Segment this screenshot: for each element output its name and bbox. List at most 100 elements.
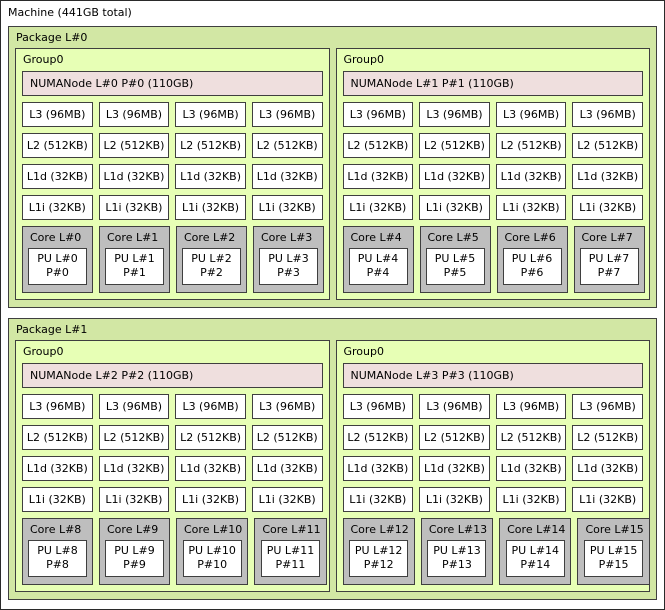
core-label: Core L#10 — [184, 523, 243, 536]
core-label: Core L#13 — [428, 523, 488, 536]
pu-label-physical: P#7 — [597, 266, 621, 279]
pu-label-logical: PU L#1 — [114, 252, 155, 265]
pu-label-logical: PU L#8 — [37, 544, 78, 557]
cache-grid: L3 (96MB)L3 (96MB)L3 (96MB)L3 (96MB)L2 (… — [22, 102, 323, 220]
cache-box-l3: L3 (96MB) — [419, 102, 490, 127]
cache-box-l1i: L1i (32KB) — [175, 195, 246, 220]
pu-label-logical: PU L#2 — [191, 252, 232, 265]
cache-box-l2: L2 (512KB) — [342, 133, 414, 158]
core-label: Core L#14 — [507, 523, 566, 536]
cache-box-l1i: L1i (32KB) — [495, 195, 567, 220]
numanode-box: NUMANode L#3 P#3 (110GB) — [342, 363, 643, 388]
cache-box-l2: L2 (512KB) — [419, 425, 490, 450]
pu-label-physical: P#2 — [200, 266, 223, 279]
cache-box-l1i: L1i (32KB) — [495, 487, 567, 512]
cache-box-l1i: L1i (32KB) — [251, 195, 323, 220]
core-label: Core L#15 — [585, 523, 644, 536]
cache-box-l1d: L1d (32KB) — [98, 164, 170, 189]
pu-label-logical: PU L#7 — [588, 252, 630, 265]
cache-box-l3: L3 (96MB) — [98, 102, 170, 127]
core-label: Core L#11 — [262, 523, 321, 536]
pu-label-physical: P#6 — [520, 266, 544, 279]
pu-label-logical: PU L#5 — [434, 252, 476, 265]
cache-box-l3: L3 (96MB) — [342, 394, 414, 419]
cache-box-l2: L2 (512KB) — [175, 133, 246, 158]
cache-box-l2: L2 (512KB) — [22, 133, 93, 158]
cache-box-l1i: L1i (32KB) — [342, 487, 414, 512]
cache-box-l1d: L1d (32KB) — [342, 456, 414, 481]
cache-grid: L3 (96MB)L3 (96MB)L3 (96MB)L3 (96MB)L2 (… — [22, 394, 323, 512]
group-label: Group0 — [343, 53, 385, 66]
cache-box-l1d: L1d (32KB) — [495, 164, 567, 189]
core-label: Core L#5 — [427, 231, 479, 244]
cache-box-l1i: L1i (32KB) — [572, 487, 643, 512]
cache-box-l1i: L1i (32KB) — [98, 487, 170, 512]
cache-box-l3: L3 (96MB) — [175, 102, 246, 127]
cache-box-l1d: L1d (32KB) — [175, 164, 246, 189]
pu-label-logical: PU L#9 — [114, 544, 155, 557]
pu-label-logical: PU L#6 — [511, 252, 553, 265]
cache-box-l2: L2 (512KB) — [495, 133, 567, 158]
cache-box-l3: L3 (96MB) — [495, 102, 567, 127]
pu-label-physical: P#5 — [443, 266, 467, 279]
cache-box-l1i: L1i (32KB) — [251, 487, 323, 512]
core-label: Core L#7 — [581, 231, 633, 244]
cache-box-l1d: L1d (32KB) — [22, 164, 93, 189]
cache-box-l1d: L1d (32KB) — [175, 456, 246, 481]
cache-box-l3: L3 (96MB) — [251, 394, 323, 419]
cache-box-l2: L2 (512KB) — [22, 425, 93, 450]
numanode-box: NUMANode L#2 P#2 (110GB) — [22, 363, 323, 388]
cache-box-l2: L2 (512KB) — [419, 133, 490, 158]
cache-box-l1d: L1d (32KB) — [22, 456, 93, 481]
core-label: Core L#0 — [30, 231, 82, 244]
group-label: Group0 — [23, 53, 64, 66]
cache-box-l3: L3 (96MB) — [22, 394, 93, 419]
cache-box-l1i: L1i (32KB) — [419, 195, 490, 220]
cache-box-l3: L3 (96MB) — [495, 394, 567, 419]
cache-box-l1i: L1i (32KB) — [342, 195, 414, 220]
pu-label-physical: P#11 — [275, 558, 306, 571]
cache-box-l1d: L1d (32KB) — [251, 456, 323, 481]
cache-box-l1d: L1d (32KB) — [342, 164, 414, 189]
pu-label-physical: P#10 — [197, 558, 228, 571]
group-label: Group0 — [343, 345, 385, 358]
machine-label: Machine (441GB total) — [8, 6, 132, 19]
core-label: Core L#6 — [504, 231, 556, 244]
pu-label-logical: PU L#14 — [511, 544, 560, 557]
pu-label-physical: P#0 — [46, 266, 69, 279]
core-label: Core L#3 — [261, 231, 313, 244]
package-label: Package L#0 — [16, 31, 88, 44]
cache-box-l1i: L1i (32KB) — [419, 487, 490, 512]
